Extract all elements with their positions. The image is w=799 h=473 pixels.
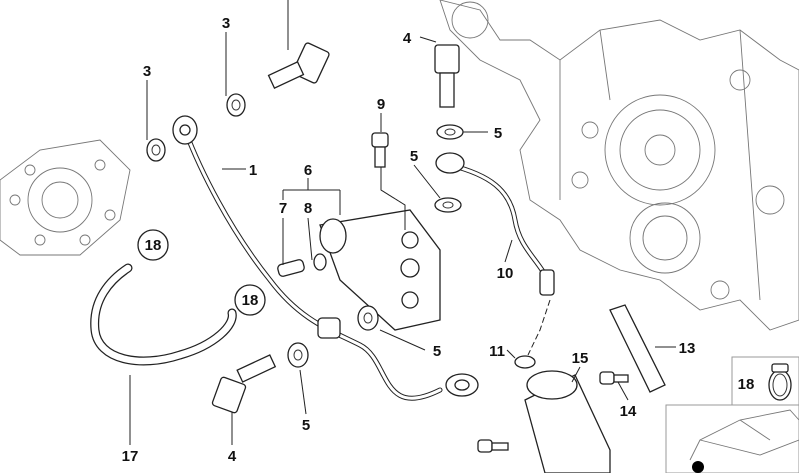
label-4-upper: 4 xyxy=(403,30,412,47)
pump-drawing xyxy=(0,139,131,256)
hardware xyxy=(146,42,666,453)
engine-block-drawing xyxy=(439,0,799,331)
label-18-inset: 18 xyxy=(738,376,755,393)
callout-circle xyxy=(234,284,266,316)
label-18-circle-upper: 18 xyxy=(145,237,162,254)
label-3-left: 3 xyxy=(143,63,151,80)
oil-pipe-1 xyxy=(172,115,479,401)
label-5-lower-right: 5 xyxy=(433,343,441,360)
label-18-circle-lower: 18 xyxy=(242,292,259,309)
label-3-upper: 3 xyxy=(222,15,230,32)
label-9: 9 xyxy=(377,96,385,113)
leader-lines xyxy=(129,0,676,445)
hose-17 xyxy=(90,263,237,366)
label-5-mid: 5 xyxy=(410,148,418,165)
callout-circle xyxy=(137,229,169,261)
label-4-lower: 4 xyxy=(228,448,237,465)
distributor-block xyxy=(277,209,441,331)
label-10: 10 xyxy=(497,265,514,282)
label-1: 1 xyxy=(249,162,257,179)
label-17: 17 xyxy=(122,448,139,465)
label-7: 7 xyxy=(279,200,287,217)
oil-filter xyxy=(524,370,611,473)
label-14: 14 xyxy=(620,403,637,420)
label-11: 11 xyxy=(489,343,505,360)
label-5-lower: 5 xyxy=(302,417,310,434)
label-13: 13 xyxy=(679,340,696,357)
clamp-inset xyxy=(731,356,799,406)
pipe-10 xyxy=(435,152,555,296)
vehicle-inset xyxy=(665,404,799,473)
label-2: 2 xyxy=(284,0,292,2)
label-6: 6 xyxy=(304,162,312,179)
label-5-upper: 5 xyxy=(494,125,502,142)
label-15: 15 xyxy=(572,350,589,367)
label-8: 8 xyxy=(304,200,312,217)
